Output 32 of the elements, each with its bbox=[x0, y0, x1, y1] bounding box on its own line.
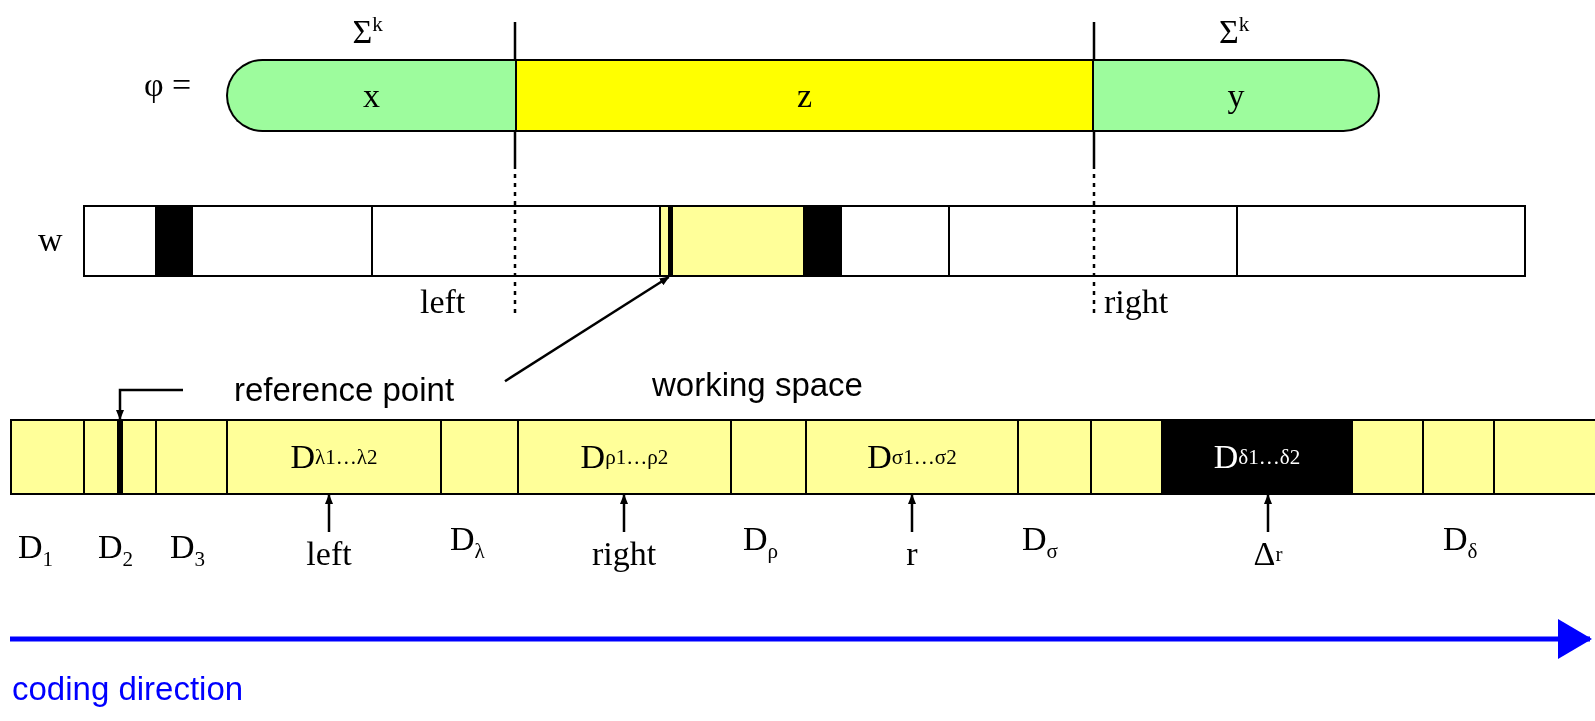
text-label: working space bbox=[652, 368, 863, 401]
working-tape bbox=[10, 419, 1595, 495]
text-label: D$_{3}$ bbox=[170, 530, 206, 570]
text-label: D$_{λ}$ bbox=[450, 522, 485, 562]
input-tape bbox=[83, 205, 1526, 277]
text-label: D$_{2}$ bbox=[98, 530, 134, 570]
text-label: right bbox=[1104, 285, 1169, 319]
pointer-label: r bbox=[898, 532, 926, 576]
text-label: φ = bbox=[144, 68, 192, 102]
pointer-label: right bbox=[572, 532, 676, 576]
tape-segment: x bbox=[226, 59, 515, 132]
text-label: D$_{δ}$ bbox=[1443, 522, 1478, 562]
text-label: D$_{ρ}$ bbox=[743, 522, 779, 562]
annotation-text: reference point bbox=[183, 368, 505, 412]
tape-segment: y bbox=[1094, 59, 1380, 132]
arrow bbox=[325, 494, 333, 532]
arrow bbox=[504, 275, 670, 383]
tape-segment: z bbox=[515, 59, 1094, 132]
arrow bbox=[620, 494, 628, 532]
text-label: w bbox=[38, 223, 63, 257]
pointer-label: left bbox=[299, 532, 359, 576]
text-label: Σ$^{k}$ bbox=[352, 14, 383, 50]
text-label: Σ$^{k}$ bbox=[1219, 14, 1250, 50]
reference-mark bbox=[117, 419, 123, 495]
arrow bbox=[1264, 494, 1272, 532]
text-label: D$_{1}$ bbox=[18, 530, 54, 570]
arrow bbox=[908, 494, 916, 532]
reference-mark bbox=[659, 205, 673, 277]
text-label: left bbox=[420, 285, 466, 319]
arrow bbox=[116, 388, 183, 420]
text-label: coding direction bbox=[12, 672, 244, 705]
text-label: D$_{σ}$ bbox=[1022, 522, 1058, 562]
